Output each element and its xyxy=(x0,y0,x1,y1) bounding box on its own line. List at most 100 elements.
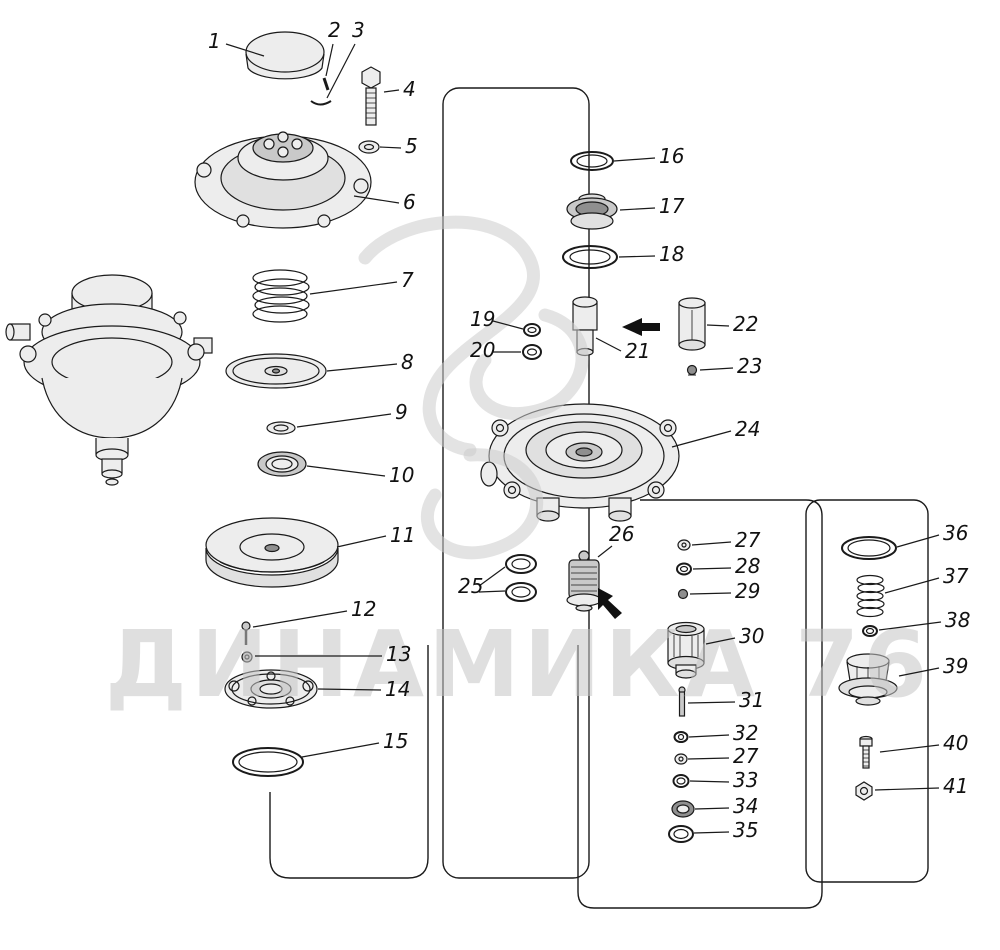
leader-line-2 xyxy=(325,43,334,77)
part-17-seal-assembly xyxy=(566,193,618,230)
leader-line-33 xyxy=(689,780,730,783)
callout-14: 14 xyxy=(385,677,410,701)
part-23-plug xyxy=(686,364,698,376)
callout-28: 28 xyxy=(735,554,760,578)
leader-line-30 xyxy=(705,637,736,645)
frame-left-bottom xyxy=(269,645,429,879)
watermark: ДИНАМИКА 76 xyxy=(105,215,931,718)
leader-line-5 xyxy=(379,146,402,149)
leader-line-21 xyxy=(595,337,622,352)
leader-line-14 xyxy=(317,688,382,691)
callout-27: 27 xyxy=(735,528,761,552)
callout-31: 31 xyxy=(739,688,764,712)
part-4-bolt xyxy=(361,66,381,126)
leader-line-35 xyxy=(693,831,730,834)
watermark-swirl-icon xyxy=(420,448,544,560)
part-36-oring xyxy=(841,536,897,560)
leader-line-24 xyxy=(671,430,732,448)
callout-6: 6 xyxy=(403,190,416,214)
part-35-oring xyxy=(668,825,694,843)
callout-3: 3 xyxy=(352,18,365,42)
callout-7: 7 xyxy=(401,268,414,292)
part-8-diaphragm-disc xyxy=(225,353,327,389)
leader-line-3 xyxy=(326,43,356,99)
callout-1: 1 xyxy=(208,29,221,53)
part-1-cap xyxy=(245,31,325,80)
leader-line-22 xyxy=(706,324,730,327)
callout-5: 5 xyxy=(405,134,418,158)
part-11-piston xyxy=(205,517,339,588)
part-28-washer xyxy=(676,562,692,576)
frame-lower-center xyxy=(577,499,823,909)
callout-12: 12 xyxy=(351,597,376,621)
leader-line-4 xyxy=(383,89,400,93)
part-7-spring xyxy=(252,269,310,323)
leader-line-37 xyxy=(884,577,940,594)
callout-38: 38 xyxy=(945,608,970,632)
leader-line-31 xyxy=(687,701,736,704)
part-3-clip xyxy=(310,100,332,106)
leader-line-16 xyxy=(613,157,656,162)
leader-line-19 xyxy=(492,320,524,330)
part-18-ring xyxy=(562,245,618,269)
part-15-oring xyxy=(232,747,304,777)
leader-line-38 xyxy=(878,621,942,631)
leader-line-12 xyxy=(252,610,348,628)
callout-40: 40 xyxy=(943,731,968,755)
leader-line-34 xyxy=(694,807,730,810)
callout-24: 24 xyxy=(735,417,760,441)
part-27-lower xyxy=(674,753,688,765)
leader-line-10 xyxy=(306,465,386,477)
part-22-plunger xyxy=(678,297,706,351)
leader-line-26 xyxy=(597,545,613,558)
pointer-arrow-left xyxy=(622,318,660,336)
part-34-seal-ring xyxy=(671,800,695,818)
leader-line-25 xyxy=(478,590,506,593)
callout-19: 19 xyxy=(470,307,495,331)
leader-line-11 xyxy=(336,535,387,548)
leader-line-9 xyxy=(296,413,392,428)
callout-9: 9 xyxy=(395,400,408,424)
callout-34: 34 xyxy=(733,794,758,818)
watermark-text: ДИНАМИКА 76 xyxy=(105,611,931,718)
callout-27b: 27 xyxy=(733,744,759,768)
callout-13: 13 xyxy=(386,642,411,666)
watermark-swirl-icon xyxy=(358,215,540,457)
callout-32: 32 xyxy=(733,721,758,745)
part-41-nut xyxy=(855,781,873,801)
watermark-swirl-icon xyxy=(469,308,589,421)
callout-17: 17 xyxy=(659,194,685,218)
part-29-ball xyxy=(677,588,689,600)
pointer-arrow-up-left xyxy=(598,588,622,619)
callout-33: 33 xyxy=(733,768,758,792)
leader-line-25 xyxy=(478,566,506,587)
leader-line-23 xyxy=(699,367,734,371)
part-33-washer xyxy=(672,774,690,788)
part-21-valve-stem xyxy=(572,296,598,357)
leader-line-27b xyxy=(687,757,730,760)
callout-23: 23 xyxy=(737,354,762,378)
part-39-cap-nut xyxy=(838,653,898,706)
leader-line-6 xyxy=(353,195,400,204)
part-32-washer xyxy=(673,731,689,743)
callout-26: 26 xyxy=(609,522,634,546)
callout-4: 4 xyxy=(403,77,416,101)
part-10-seal xyxy=(257,451,307,477)
part-16-oring xyxy=(570,151,614,171)
leader-line-27 xyxy=(691,541,732,546)
part-9-washer xyxy=(266,421,296,435)
part-5-nut xyxy=(358,140,380,154)
callout-10: 10 xyxy=(389,463,414,487)
leader-line-41 xyxy=(874,787,940,791)
leader-line-7 xyxy=(309,281,398,295)
callout-11: 11 xyxy=(390,523,415,547)
leader-line-17 xyxy=(619,207,656,211)
part-12-screw xyxy=(241,621,251,645)
part-37-spring xyxy=(856,574,885,618)
part-2-pin xyxy=(322,77,330,91)
leader-line-39 xyxy=(898,667,940,677)
callout-2: 2 xyxy=(328,18,341,42)
